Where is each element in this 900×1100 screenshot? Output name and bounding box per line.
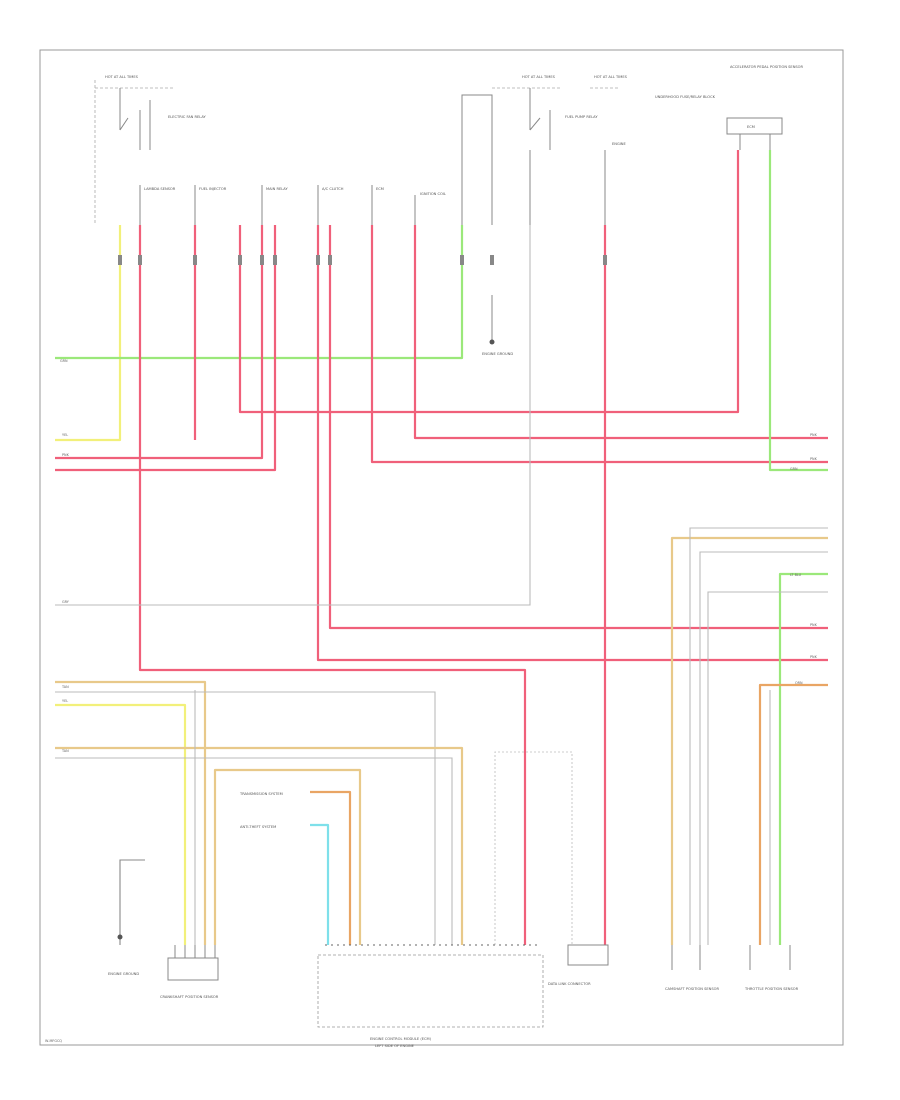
data-connector-label: DATA LINK CONNECTOR xyxy=(548,982,591,986)
wire-orange-2 xyxy=(310,790,352,945)
fuse-block-left-label: HOT AT ALL TIMES xyxy=(105,75,139,79)
wire-label-antitheft: ANTI-THEFT SYSTEM xyxy=(240,825,276,829)
fuse-2: FUEL INJECTOR xyxy=(194,185,227,225)
wire-gray-2 xyxy=(689,527,828,945)
ground-mid-label: ENGINE GROUND xyxy=(482,352,513,356)
fuse-block-left: HOT AT ALL TIMES ELECTRIC FAN RELAY xyxy=(94,75,207,225)
wire-tags: GRN YEL PNK PNK PNK GRN PNK PNK ORN GRY … xyxy=(60,359,818,753)
fuse-label-4: A/C CLUTCH xyxy=(322,187,344,191)
wire-tag-orn: ORN xyxy=(795,681,803,685)
wire-pink-6 xyxy=(316,225,828,662)
fuse-4: A/C CLUTCH xyxy=(317,185,344,225)
top-right-component-label: ACCELERATOR PEDAL POSITION SENSOR xyxy=(730,65,803,69)
fuse-block-right-label: HOT AT ALL TIMES xyxy=(594,75,628,79)
wire-pink-1 xyxy=(138,225,527,945)
wire-tag-grn: GRN xyxy=(60,359,68,363)
wire-pink-8 xyxy=(370,225,828,464)
connector-pins-top xyxy=(118,255,607,265)
figure-code: W-MFGCQ xyxy=(45,1039,62,1043)
wire-yellow-1 xyxy=(55,225,122,442)
fuse-row: LAMBDA SENSOR FUEL INJECTOR MAIN RELAY A… xyxy=(139,142,626,225)
fuse-1: LAMBDA SENSOR xyxy=(139,185,176,225)
wire-gray-7 xyxy=(55,757,453,945)
wire-tag-tan: TAN xyxy=(61,685,69,689)
sensor-mid: CAMSHAFT POSITION SENSOR xyxy=(665,945,719,991)
sensor-mid-label: CAMSHAFT POSITION SENSOR xyxy=(665,987,719,991)
ground-left-label: ENGINE GROUND xyxy=(108,972,139,976)
ecm-label: ENGINE CONTROL MODULE (ECM) xyxy=(370,1037,432,1041)
relay-top-left-label: ELECTRIC FAN RELAY xyxy=(168,115,207,119)
fuse-3: MAIN RELAY xyxy=(261,185,288,225)
fuse-label-1: LAMBDA SENSOR xyxy=(144,187,176,191)
wire-pink-5 xyxy=(55,225,277,472)
sensor-right: THROTTLE POSITION SENSOR xyxy=(744,945,799,991)
fuse-6: IGNITION COIL xyxy=(414,192,446,225)
wire-tag-yel: YEL xyxy=(62,433,68,437)
fuse-7: ENGINE xyxy=(604,142,626,225)
sensor-left-label: CRANKSHAFT POSITION SENSOR xyxy=(160,995,219,999)
wire-orange-1 xyxy=(758,683,828,945)
ecm-module: ENGINE CONTROL MODULE (ECM) LEFT SIDE OF… xyxy=(317,944,544,1048)
wire-pink-4 xyxy=(55,225,264,460)
fuse-label-3: MAIN RELAY xyxy=(266,187,288,191)
fuse-block-mid-label: HOT AT ALL TIMES xyxy=(522,75,556,79)
fuse-block-mid: HOT AT ALL TIMES FUEL PUMP RELAY xyxy=(461,75,598,225)
wire-tag-tan-2: TAN xyxy=(61,749,69,753)
wire-gray-3 xyxy=(699,551,828,945)
fuse-label-2: FUEL INJECTOR xyxy=(199,187,227,191)
wire-label-transmission: TRANSMISSION SYSTEM xyxy=(239,792,283,796)
wire-dotted-1 xyxy=(494,751,573,945)
fuse-label-7: ENGINE xyxy=(612,142,626,146)
wire-tag-pnk-4: PNK xyxy=(810,623,818,627)
wire-green-3 xyxy=(778,572,828,945)
fuse-block-right: HOT AT ALL TIMES UNDERHOOD FUSE/RELAY BL… xyxy=(590,75,716,99)
wire-tag-gry: GRY xyxy=(62,600,70,604)
wire-tan-3 xyxy=(55,746,464,945)
wire-tag-yel-2: YEL xyxy=(62,699,68,703)
diagram-frame xyxy=(39,49,844,1046)
wire-tag-grn-2: GRN xyxy=(790,467,798,471)
wire-gray-9 xyxy=(119,859,145,945)
fuse-label-5: ECM xyxy=(376,187,384,191)
underhood-label: UNDERHOOD FUSE/RELAY BLOCK xyxy=(655,95,716,99)
sensor-left: CRANKSHAFT POSITION SENSOR xyxy=(160,945,219,999)
wire-cyan-1 xyxy=(310,823,330,945)
wire-gray-6 xyxy=(55,691,436,945)
sensor-right-label: THROTTLE POSITION SENSOR xyxy=(744,987,799,991)
ground-left: ENGINE GROUND xyxy=(108,900,139,976)
wire-pink-7 xyxy=(328,225,828,630)
fuse-5: ECM xyxy=(371,185,384,225)
ecm-sublabel: LEFT SIDE OF ENGINE xyxy=(375,1044,415,1048)
wire-green-1 xyxy=(55,225,464,360)
wire-pink-3 xyxy=(238,150,740,414)
wire-pink-9 xyxy=(413,225,828,440)
wire-tag-pnk-1: PNK xyxy=(62,453,70,457)
wire-tag-pnk-3: PNK xyxy=(810,457,818,461)
wire-gray-4 xyxy=(707,591,828,945)
fuse-label-6: IGNITION COIL xyxy=(420,192,446,196)
top-right-component: ACCELERATOR PEDAL POSITION SENSOR ECM xyxy=(726,65,803,150)
wire-tag-pnk-2: PNK xyxy=(810,433,818,437)
wire-tag-pnk-5: PNK xyxy=(810,655,818,659)
ground-mid: ENGINE GROUND xyxy=(482,295,513,356)
wire-tag-ltblu: LT BLU xyxy=(790,573,802,577)
relay-top-mid-label: FUEL PUMP RELAY xyxy=(565,115,598,119)
wire-gray-1 xyxy=(55,225,531,606)
wire-tan-4 xyxy=(213,768,362,945)
top-right-box-label: ECM xyxy=(747,125,755,129)
wire-yellow-2 xyxy=(55,703,187,945)
wire-green-2 xyxy=(768,150,828,472)
wire-tan-1 xyxy=(670,536,828,945)
wire-tan-2 xyxy=(55,680,207,945)
data-connector: DATA LINK CONNECTOR xyxy=(548,944,609,986)
